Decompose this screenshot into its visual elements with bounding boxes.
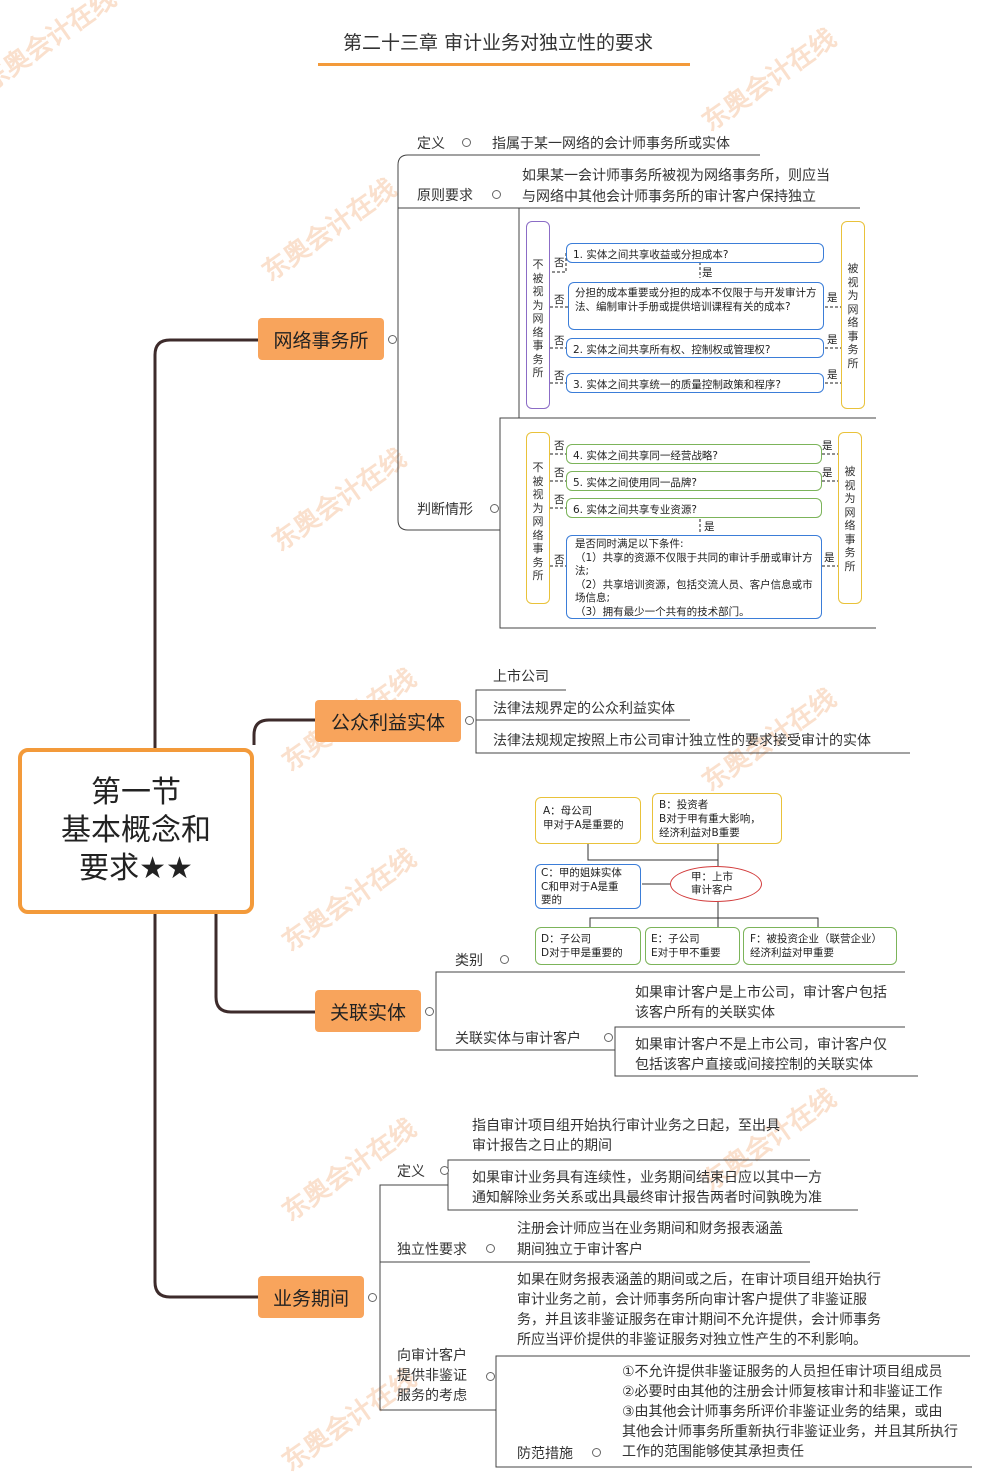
collapse-toggle[interactable] <box>368 1293 377 1302</box>
collapse-toggle[interactable] <box>462 138 471 147</box>
no-label: 否 <box>554 257 565 269</box>
question-1b: 分担的成本重要或分担的成本不仅限于与开发审计方法、编制审计手册或提供培训课程有关… <box>568 282 824 330</box>
root-line-1: 第一节 <box>91 775 181 810</box>
collapse-toggle[interactable] <box>388 335 397 344</box>
network-judge-label: 判断情形 <box>417 502 473 518</box>
no-label: 否 <box>554 494 565 506</box>
network-principle-line2: 与网络中其他会计师事务所的审计客户保持独立 <box>522 189 816 205</box>
related-client-2-line2: 包括该客户直接或间接控制的关联实体 <box>635 1057 873 1073</box>
question-3: 3. 实体之间共享统一的质量控制政策和程序? <box>566 373 824 393</box>
period-prevent-label: 防范措施 <box>517 1446 573 1462</box>
network-def-label: 定义 <box>417 136 445 152</box>
is-network-box-2: 被视为网络事务所 <box>838 432 862 604</box>
related-category-label: 类别 <box>455 953 483 969</box>
period-indep-line1: 注册会计师应当在业务期间和财务报表涵盖 <box>517 1221 783 1237</box>
collapse-toggle[interactable] <box>492 190 501 199</box>
network-principle-label: 原则要求 <box>417 188 473 204</box>
related-client-label: 关联实体与审计客户 <box>455 1031 581 1047</box>
period-nonassurance-label: 向审计客户 提供非鉴证 服务的考虑 <box>397 1348 467 1404</box>
entity-d-subsidiary: D：子公司 D对于甲是重要的 <box>535 927 641 965</box>
yes-label: 是 <box>702 267 713 279</box>
public-item-listed: 上市公司 <box>493 669 549 685</box>
period-prevent-list: ①不允许提供非鉴证服务的人员担任审计项目组成员 ②必要时由其他的注册会计师复核审… <box>622 1364 958 1460</box>
period-def-label: 定义 <box>397 1164 425 1180</box>
related-client-2-line1: 如果审计客户不是上市公司，审计客户仅 <box>635 1037 887 1053</box>
related-client-1-line1: 如果审计客户是上市公司，审计客户包括 <box>635 985 887 1001</box>
no-label: 否 <box>554 440 565 452</box>
period-def-2-line1: 如果审计业务具有连续性，业务期间结束日应以其中一方 <box>472 1170 822 1186</box>
collapse-toggle[interactable] <box>592 1448 601 1457</box>
collapse-toggle[interactable] <box>440 1166 449 1175</box>
yes-label: 是 <box>822 440 833 452</box>
public-item-regulated: 法律法规规定按照上市公司审计独立性的要求接受审计的实体 <box>493 733 871 749</box>
topic-public-interest-entity[interactable]: 公众利益实体 <box>315 700 461 742</box>
topic-network-firm[interactable]: 网络事务所 <box>258 318 384 360</box>
related-client-1-line2: 该客户所有的关联实体 <box>635 1005 775 1021</box>
no-label: 否 <box>554 294 565 306</box>
public-item-defined: 法律法规界定的公众利益实体 <box>493 701 675 717</box>
root-line-2: 基本概念和 <box>61 813 211 848</box>
network-def-text: 指属于某一网络的会计师事务所或实体 <box>492 136 730 152</box>
question-1: 1. 实体之间共享收益或分担成本? <box>566 243 824 263</box>
period-def-1-line1: 指自审计项目组开始执行审计业务之日起，至出具 <box>472 1118 780 1134</box>
collapse-toggle[interactable] <box>604 1033 613 1042</box>
collapse-toggle[interactable] <box>490 504 499 513</box>
no-label: 否 <box>554 370 565 382</box>
question-6b: 是否同时满足以下条件: （1）共享的资源不仅限于共同的审计手册或审计方法; （2… <box>566 535 822 619</box>
yes-label: 是 <box>827 334 838 346</box>
no-label: 否 <box>554 467 565 479</box>
question-2: 2. 实体之间共享所有权、控制权或管理权? <box>566 338 824 358</box>
not-network-box-1: 不被视为网络事务所 <box>526 221 550 409</box>
network-principle-line1: 如果某一会计师事务所被视为网络事务所，则应当 <box>522 168 830 184</box>
entity-f-investee: F：被投资企业（联营企业） 经济利益对甲重要 <box>743 927 897 965</box>
entity-b-investor: B：投资者 B对于甲有重大影响， 经济利益对B重要 <box>652 793 782 844</box>
yes-label: 是 <box>704 521 715 533</box>
not-network-box-2: 不被视为网络事务所 <box>526 432 550 604</box>
period-def-1-line2: 审计报告之日止的期间 <box>472 1138 612 1154</box>
period-indep-label: 独立性要求 <box>397 1242 467 1258</box>
collapse-toggle[interactable] <box>425 1007 434 1016</box>
period-def-2-line2: 通知解除业务关系或出具最终审计报告两者时间孰晚为准 <box>472 1190 822 1206</box>
entity-audit-client: 甲：上市 审计客户 <box>670 866 762 902</box>
root-node[interactable]: 第一节 基本概念和 要求★★ <box>18 748 254 914</box>
yes-label: 是 <box>822 467 833 479</box>
yes-label: 是 <box>827 369 838 381</box>
title-underline <box>318 63 690 66</box>
yes-label: 是 <box>827 292 838 304</box>
no-label: 否 <box>554 335 565 347</box>
entity-a-parent: A：母公司 甲对于A是重要的 <box>535 797 641 844</box>
collapse-toggle[interactable] <box>465 716 474 725</box>
collapse-toggle[interactable] <box>486 1244 495 1253</box>
page-title: 第二十三章 审计业务对独立性的要求 <box>342 32 654 54</box>
collapse-toggle[interactable] <box>500 955 509 964</box>
is-network-box-1: 被视为网络事务所 <box>841 221 865 409</box>
question-4: 4. 实体之间共享同一经营战略? <box>566 444 822 464</box>
entity-e-subsidiary: E：子公司 E对于甲不重要 <box>645 927 740 965</box>
topic-related-entity[interactable]: 关联实体 <box>315 990 421 1032</box>
no-label: 否 <box>554 554 565 566</box>
root-line-3: 要求★★ <box>79 851 193 886</box>
topic-engagement-period[interactable]: 业务期间 <box>258 1276 364 1318</box>
period-indep-line2: 期间独立于审计客户 <box>517 1242 643 1258</box>
question-5: 5. 实体之间使用同一品牌? <box>566 471 822 491</box>
entity-c-sister: C：甲的姐妹实体 C和甲对于A是重 要的 <box>535 864 641 909</box>
period-nonassurance-text: 如果在财务报表涵盖的期间或之后，在审计项目组开始执行 审计业务之前，会计师事务所… <box>517 1272 881 1348</box>
collapse-toggle[interactable] <box>486 1372 495 1381</box>
yes-label: 是 <box>824 552 835 564</box>
question-6: 6. 实体之间共享专业资源? <box>566 498 822 518</box>
